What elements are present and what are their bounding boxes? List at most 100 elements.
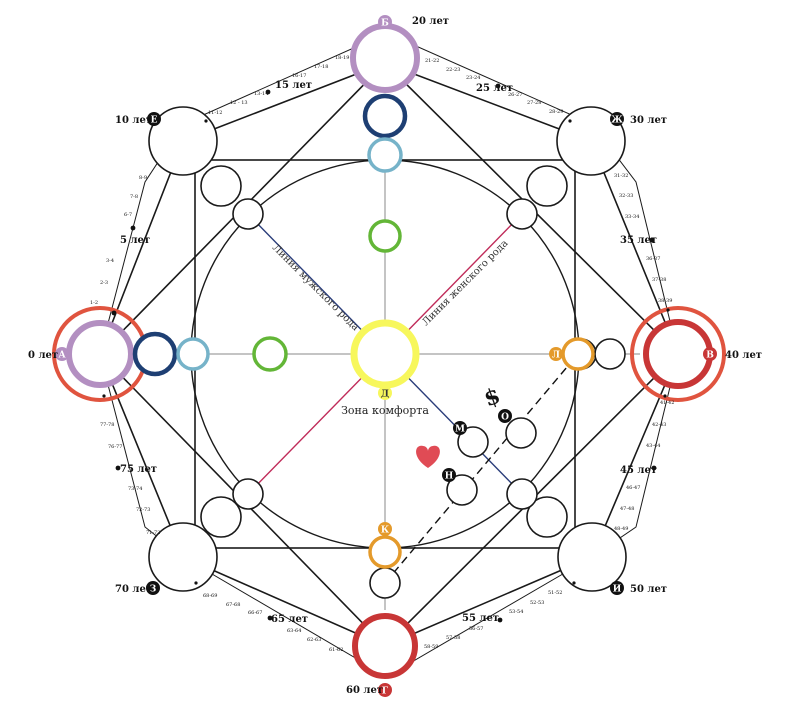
- money-love-channel: [384, 353, 579, 584]
- age-60: 60 лет: [346, 685, 383, 696]
- circle-A-2: [132, 331, 178, 377]
- female-line-label: Линия женского рода: [420, 238, 510, 328]
- age-70: 70 лет: [115, 584, 152, 595]
- svg-text:М: М: [455, 425, 465, 435]
- circle-E-3: [232, 198, 264, 230]
- badge-V: В: [703, 347, 717, 361]
- circle-Zh-2: [526, 165, 568, 207]
- svg-text:58-59: 58-59: [424, 644, 438, 650]
- svg-text:А: А: [58, 351, 66, 361]
- svg-text:62-63: 62-63: [307, 637, 321, 643]
- svg-text:8-9: 8-9: [139, 175, 147, 181]
- circle-K-outer: [369, 567, 401, 599]
- svg-text:32-33: 32-33: [619, 193, 633, 199]
- male-line-label: Линия мужского рода: [270, 242, 361, 333]
- svg-text:6-7: 6-7: [124, 212, 132, 218]
- circle-N-inner: [446, 474, 478, 506]
- circle-Zh-3: [506, 198, 538, 230]
- circle-L: [561, 337, 595, 371]
- svg-text:53-54: 53-54: [509, 609, 523, 615]
- svg-text:68-69: 68-69: [203, 593, 217, 599]
- svg-text:1-2: 1-2: [90, 300, 98, 306]
- age-5: 5 лет: [120, 235, 150, 246]
- svg-text:37-38: 37-38: [652, 277, 666, 283]
- point-badges: Б А В Г Д Е Ж З И К Л М Н О: [55, 15, 717, 697]
- svg-text:43-44: 43-44: [646, 443, 660, 449]
- circle-B: [350, 23, 420, 93]
- svg-text:33-34: 33-34: [625, 214, 639, 220]
- circle-M-inner: [457, 426, 489, 458]
- badge-Zh: Ж: [610, 112, 624, 126]
- circle-I: [557, 522, 627, 592]
- age-labels: 20 лет 25 лет 30 лет 35 лет 40 лет 45 ле…: [28, 16, 762, 696]
- circle-I-3: [506, 478, 538, 510]
- svg-text:77-78: 77-78: [100, 422, 114, 428]
- svg-text:К: К: [381, 526, 390, 536]
- circle-A-3: [176, 337, 210, 371]
- circle-Z-2: [200, 496, 242, 538]
- svg-text:7-8: 7-8: [130, 194, 138, 200]
- svg-text:В: В: [706, 351, 714, 361]
- age-50: 50 лет: [630, 584, 667, 595]
- badge-I: И: [610, 581, 624, 595]
- badge-L: Л: [549, 347, 563, 361]
- year-ranges: 1-2 2-3 3-4 6-7 7-8 8-9 11-12 12 - 13 13…: [90, 55, 674, 653]
- circle-Z-3: [232, 478, 264, 510]
- age-20: 20 лет: [412, 16, 449, 27]
- circle-V-outer: [630, 306, 726, 402]
- svg-text:16-17: 16-17: [292, 73, 306, 79]
- svg-text:38-39: 38-39: [658, 298, 672, 304]
- svg-text:71-72: 71-72: [146, 530, 160, 536]
- circle-K: [368, 535, 402, 569]
- circle-V: [643, 319, 713, 389]
- age-35: 35 лет: [620, 235, 657, 246]
- svg-text:66-67: 66-67: [248, 610, 262, 616]
- svg-text:41-42: 41-42: [660, 400, 674, 406]
- svg-text:52-53: 52-53: [530, 600, 544, 606]
- circle-Z: [148, 522, 218, 592]
- svg-text:2-3: 2-3: [100, 280, 108, 286]
- svg-text:23-24: 23-24: [466, 75, 480, 81]
- svg-text:27-28: 27-28: [527, 100, 541, 106]
- circle-I-2: [526, 496, 568, 538]
- circle-G: [352, 613, 418, 679]
- age-15: 15 лет: [275, 80, 312, 91]
- scale-dots: [102, 83, 670, 623]
- circle-O-inner: [505, 417, 537, 449]
- circle-B-4: [368, 219, 402, 253]
- svg-text:28-29: 28-29: [549, 109, 563, 115]
- badge-O: О: [498, 409, 512, 423]
- svg-text:З: З: [150, 585, 157, 595]
- svg-text:48-49: 48-49: [614, 526, 628, 532]
- circle-D: [350, 319, 420, 389]
- badge-E: Е: [147, 112, 161, 126]
- svg-text:Д: Д: [381, 390, 389, 400]
- dollar-icon: $: [481, 383, 504, 413]
- svg-text:67-68: 67-68: [226, 602, 240, 608]
- age-40: 40 лет: [725, 350, 762, 361]
- svg-text:Н: Н: [445, 472, 454, 482]
- badge-D: Д: [378, 386, 392, 400]
- svg-text:47-48: 47-48: [620, 506, 634, 512]
- svg-text:12 - 13: 12 - 13: [230, 100, 248, 106]
- heart-icon: [416, 445, 440, 468]
- svg-text:Е: Е: [151, 116, 158, 126]
- svg-text:63-64: 63-64: [287, 628, 301, 634]
- svg-text:36-37: 36-37: [646, 256, 660, 262]
- svg-text:13-14: 13-14: [254, 91, 268, 97]
- circle-B-2: [362, 93, 408, 139]
- svg-text:11-12: 11-12: [208, 110, 222, 116]
- circle-E: [148, 106, 218, 176]
- age-55: 55 лет: [462, 613, 499, 624]
- svg-text:Г: Г: [382, 687, 389, 697]
- age-0: 0 лет: [28, 350, 58, 361]
- svg-text:42-43: 42-43: [652, 422, 666, 428]
- age-45: 45 лет: [620, 465, 657, 476]
- badge-Z: З: [146, 581, 160, 595]
- svg-text:И: И: [613, 585, 622, 595]
- svg-text:76-77: 76-77: [108, 444, 122, 450]
- svg-text:18-19: 18-19: [335, 55, 349, 61]
- svg-text:22-23: 22-23: [446, 67, 460, 73]
